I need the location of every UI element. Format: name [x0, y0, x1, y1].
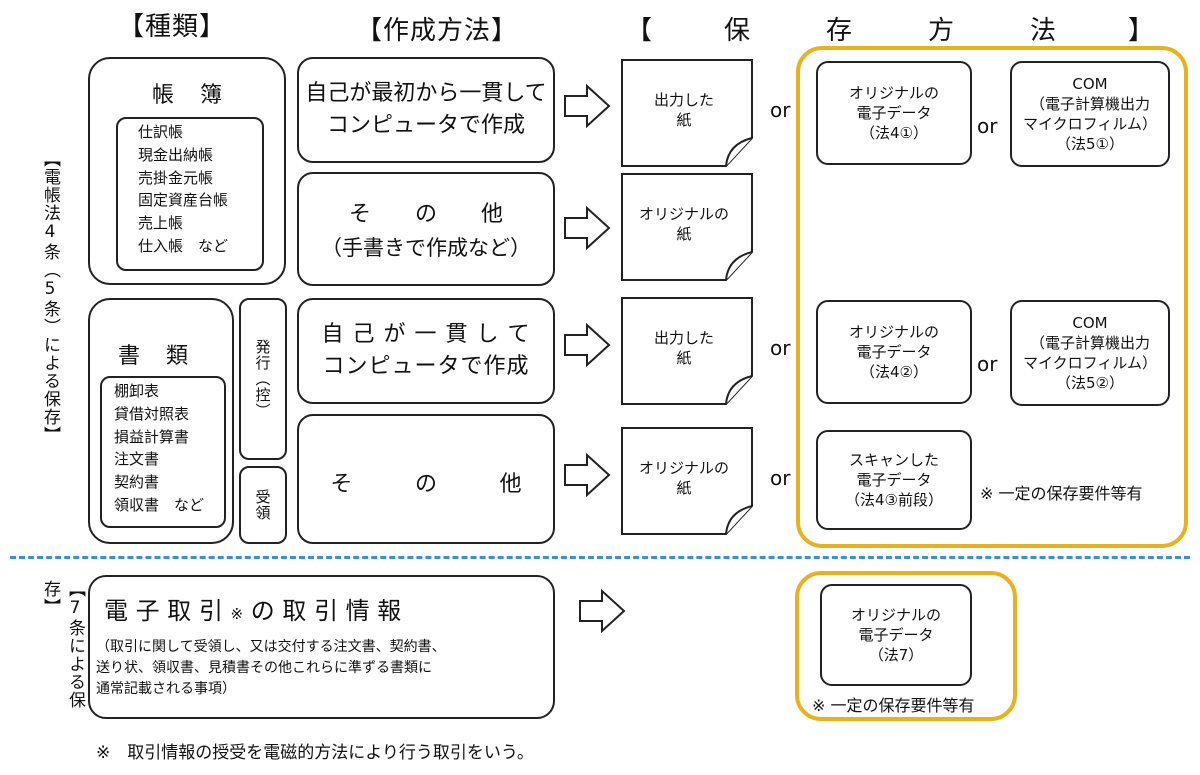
ecommerce-title-main: 電 子 取 引: [104, 597, 223, 625]
paper-icon: [621, 427, 753, 535]
arrow-right-icon: [564, 452, 611, 498]
ecommerce-box: 電 子 取 引 ※ の 取 引 情 報 （取引に関して受領し、又は交付する注文書…: [88, 575, 555, 719]
documents-item: 注文書: [114, 450, 160, 469]
storage-highlight-frame: [796, 46, 1188, 548]
storage-electronic-data-4-1: オリジナルの 電子データ （法4①）: [816, 61, 972, 165]
ecommerce-requirement-note: ※ 一定の保存要件等有: [812, 696, 975, 715]
paper-icon: [621, 59, 753, 167]
ecommerce-title: 電 子 取 引 ※ の 取 引 情 報: [104, 591, 401, 626]
side-label-article4: 【電帳法4条（5条）による保存】: [40, 150, 60, 444]
section-divider: [10, 556, 1190, 559]
storage-header-open: 【: [626, 16, 654, 46]
ledger-item: 売上帳: [138, 214, 184, 233]
side-label-article7: 【7条による保存】: [40, 580, 85, 709]
ledger-list: 仕訳帳 現金出納帳 売掛金元帳 固定資産台帳 売上帳 仕入帳 など: [138, 121, 228, 258]
ledger-item: 売掛金元帳: [138, 168, 214, 187]
ledger-item: 固定資産台帳: [138, 191, 229, 210]
arrow-right-icon: [579, 588, 626, 634]
ecommerce-description: （取引に関して受領し、又は交付する注文書、契約書、 送り状、領収書、見積書その他…: [96, 639, 446, 697]
storage-electronic-data-7: オリジナルの 電子データ （法7）: [820, 584, 972, 686]
paper-icon: [621, 297, 753, 405]
paper-output-1: 出力した 紙: [620, 58, 756, 170]
paper-original-4: オリジナルの 紙: [620, 426, 756, 538]
storage-header-char1: 保: [724, 16, 752, 46]
arrow-right-icon: [564, 205, 611, 251]
documents-item: 貸借対照表: [114, 404, 190, 423]
ledger-item: 現金出納帳: [138, 145, 214, 164]
documents-title: 書 類: [118, 344, 191, 369]
method-row2-sub: （手書きで作成など）: [321, 236, 531, 260]
documents-list: 棚卸表 貸借対照表 損益計算書 注文書 契約書 領収書 など: [114, 380, 204, 517]
issued-box: 発行（控）: [239, 298, 287, 460]
paper-original-2: オリジナルの 紙: [620, 172, 756, 284]
storage-header-char3: 方: [928, 16, 956, 46]
ecommerce-title-rest: の 取 引 情 報: [250, 597, 402, 625]
storage-com-5-1: COM （電子計算機出力 マイクロフィルム） （法5①）: [1010, 61, 1170, 167]
ecommerce-title-mark: ※: [230, 605, 244, 623]
or-label: or: [977, 352, 998, 376]
method-row4-text: そ の 他: [299, 466, 553, 498]
footnote: ※ 取引情報の授受を電磁的方法により行う取引をいう。: [96, 743, 534, 763]
paper-label: オリジナルの 紙: [638, 204, 729, 243]
arrow-right-icon: [564, 83, 611, 129]
ledger-item: 仕入帳 など: [138, 236, 229, 255]
storage-requirement-note: ※ 一定の保存要件等有: [980, 484, 1143, 503]
storage-electronic-data-4-2: オリジナルの 電子データ （法4②）: [816, 300, 972, 404]
received-box: 受領: [239, 466, 287, 544]
or-label: or: [977, 114, 998, 138]
arrow-right-icon: [564, 322, 611, 368]
or-label: or: [770, 466, 791, 490]
received-label: 受領: [253, 489, 272, 521]
ledger-title: 帳 簿: [152, 83, 225, 108]
method-row4-char: 他: [499, 472, 522, 497]
documents-bracket: [100, 376, 226, 528]
method-row3-box: 自 己 が 一 貫 し て コンピュータで作成: [297, 298, 555, 404]
paper-label: 出力した 紙: [653, 90, 714, 129]
storage-header-char2: 存: [826, 16, 854, 46]
method-row4-box: そ の 他: [297, 414, 555, 544]
issued-label: 発行（控）: [253, 339, 272, 419]
paper-label: 出力した 紙: [653, 328, 714, 367]
storage-header-close: 】: [1128, 16, 1156, 46]
documents-item: 領収書 など: [114, 495, 205, 514]
method-header: 【作成方法】: [356, 16, 519, 46]
storage-com-5-2: COM （電子計算機出力 マイクロフィルム） （法5②）: [1010, 300, 1170, 406]
method-row2-box: そ の 他 （手書きで作成など）: [297, 172, 555, 286]
method-row2-main: そ の 他: [348, 202, 503, 227]
paper-output-3: 出力した 紙: [620, 296, 756, 408]
or-label: or: [770, 336, 791, 360]
documents-item: 損益計算書: [114, 427, 190, 446]
documents-box: 書 類 棚卸表 貸借対照表 損益計算書 注文書 契約書 領収書 など: [88, 298, 234, 544]
documents-item: 契約書: [114, 473, 160, 492]
kind-header: 【種類】: [118, 12, 227, 42]
method-row4-char: そ: [330, 472, 353, 497]
storage-scanned-data-4-3: スキャンした 電子データ （法4③前段）: [816, 430, 972, 530]
documents-item: 棚卸表: [114, 382, 160, 400]
method-row4-char: の: [414, 472, 437, 497]
paper-label: オリジナルの 紙: [638, 458, 729, 497]
or-label: or: [770, 98, 791, 122]
paper-icon: [621, 173, 753, 281]
ledger-bracket: [116, 117, 264, 271]
storage-header-char4: 法: [1030, 16, 1058, 46]
ledger-box: 帳 簿 仕訳帳 現金出納帳 売掛金元帳 固定資産台帳 売上帳 仕入帳 など: [88, 57, 286, 285]
ledger-item: 仕訳帳: [138, 123, 184, 141]
method-row1-box: 自己が最初から一貫して コンピュータで作成: [297, 57, 555, 163]
ecommerce-highlight-frame: [795, 571, 1017, 721]
